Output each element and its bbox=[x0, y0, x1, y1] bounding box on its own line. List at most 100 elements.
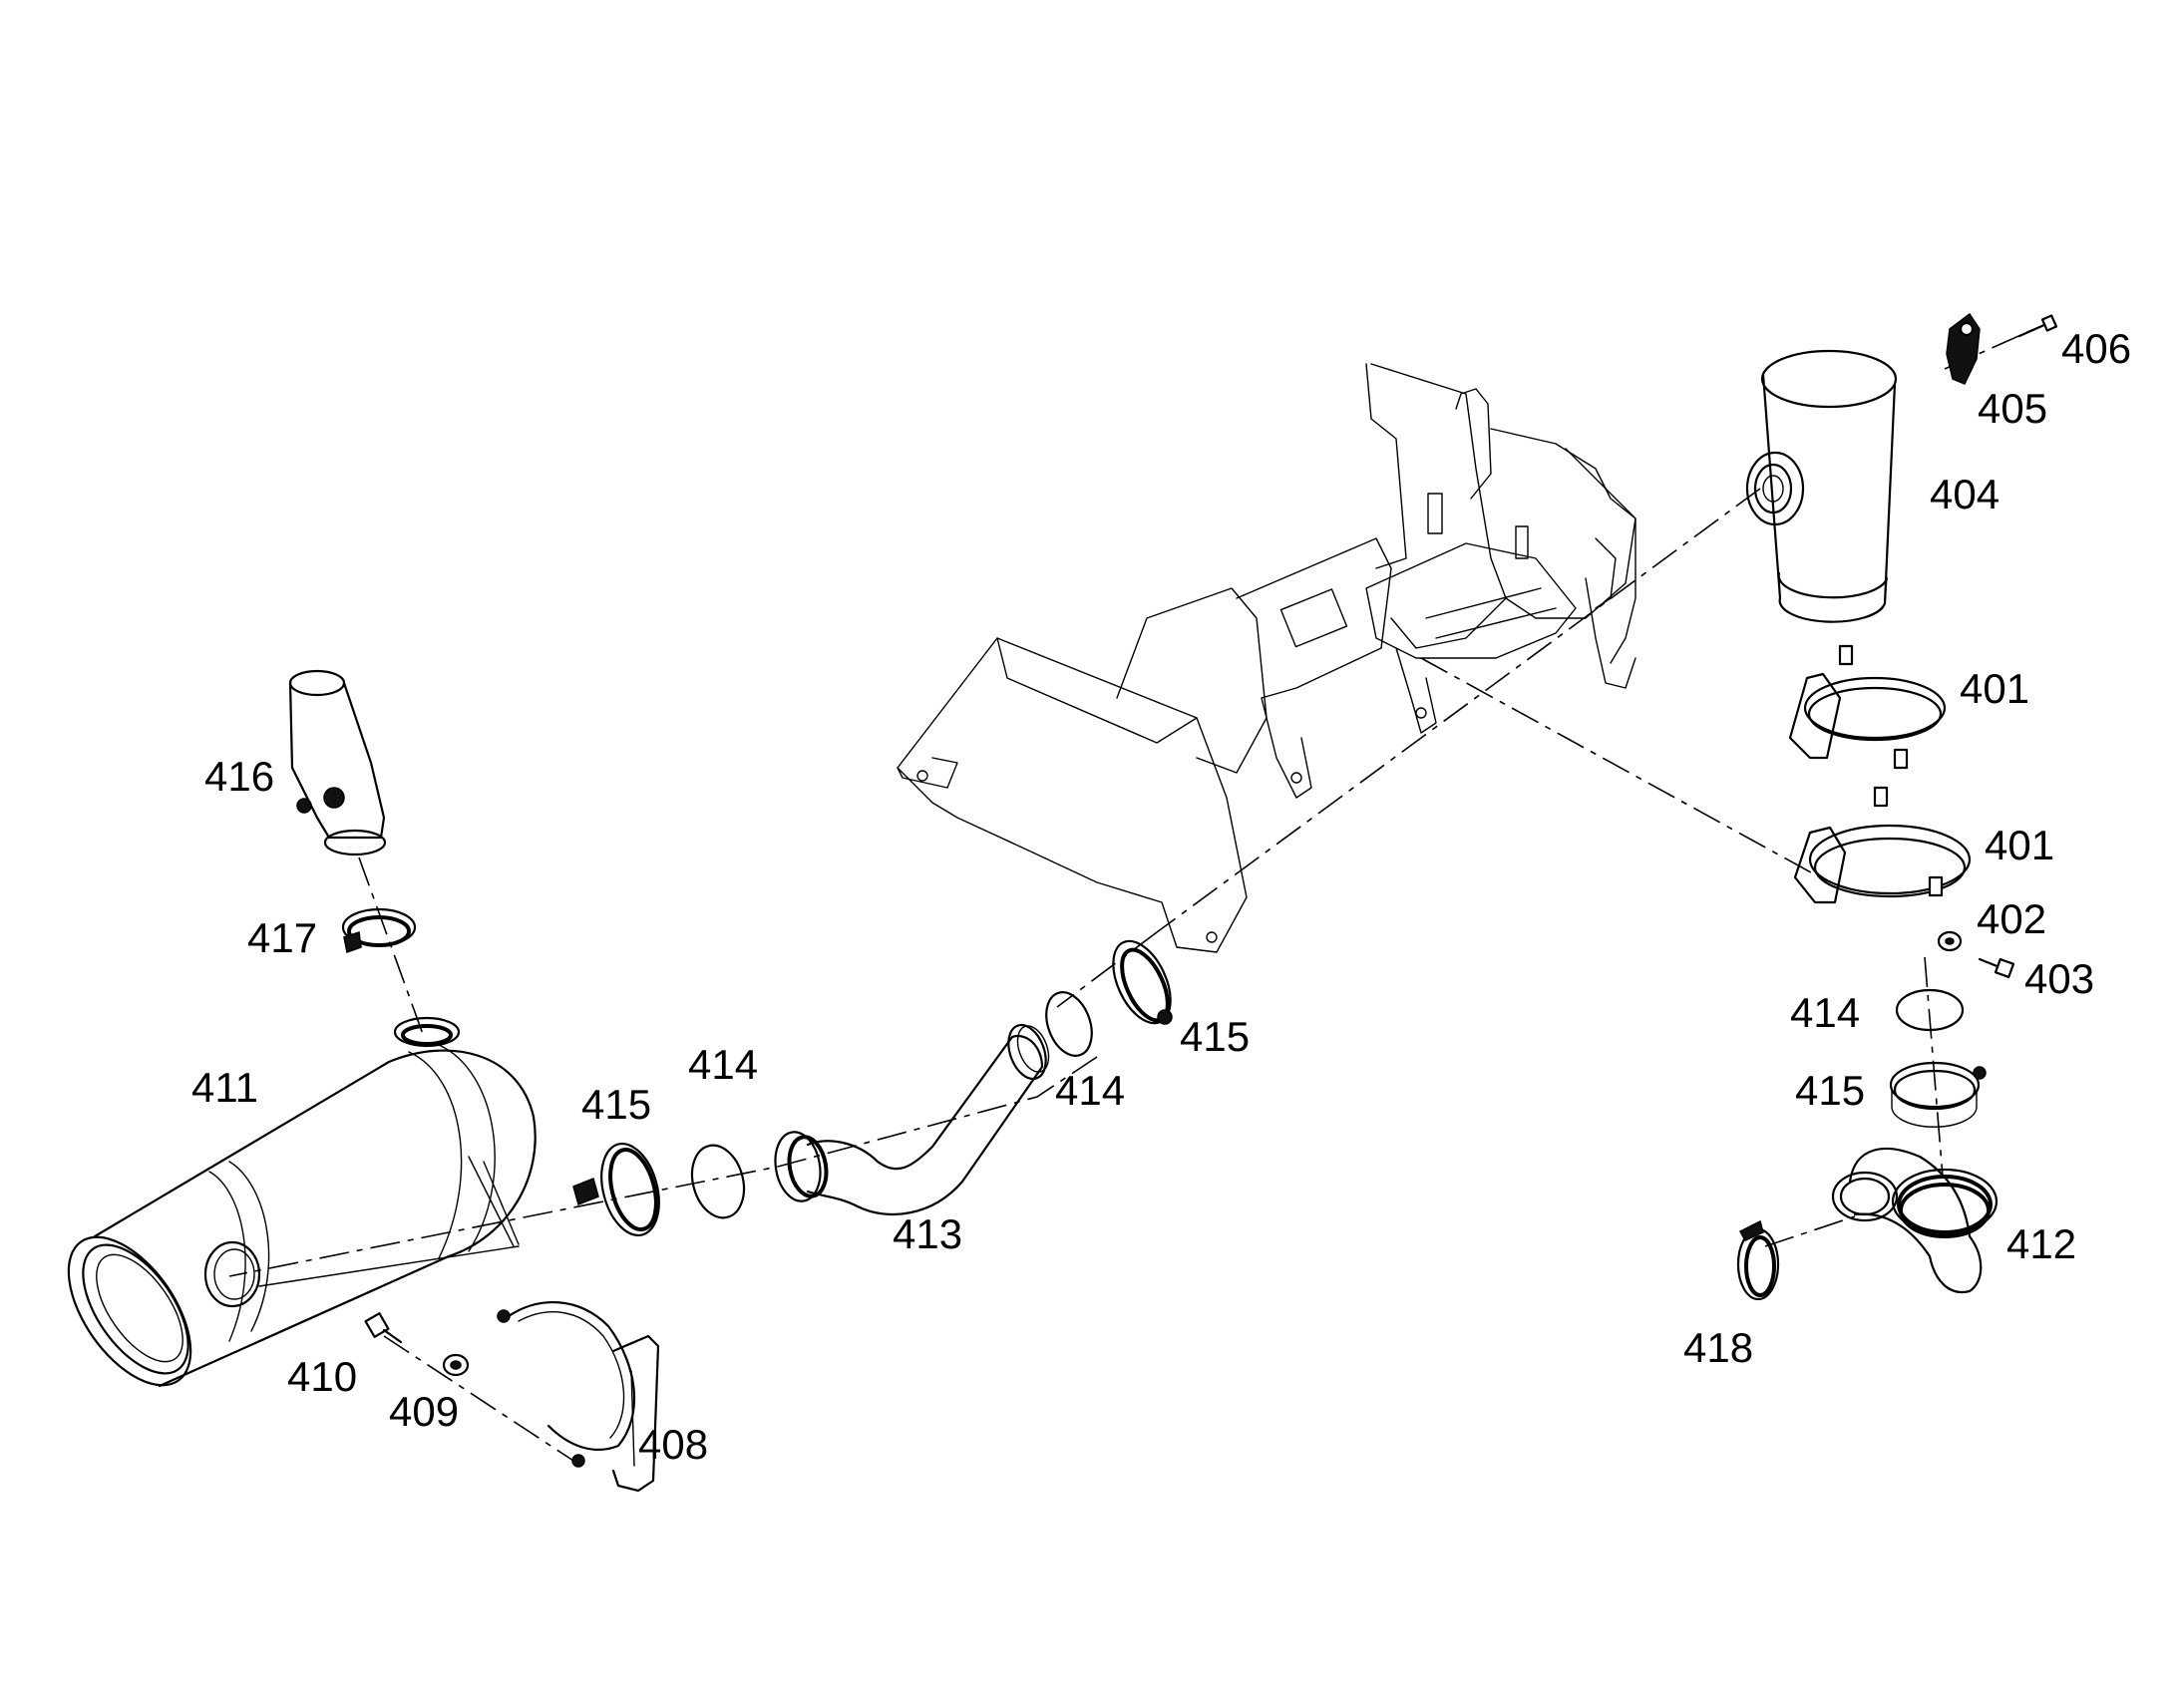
band-upper-bolt-left bbox=[1838, 644, 1854, 666]
filter-inlet-port-inner bbox=[1753, 463, 1793, 514]
filter-inlet-port-core bbox=[1762, 475, 1784, 503]
bolt-406-shank bbox=[2017, 322, 2048, 338]
pipe-413-body bbox=[806, 1034, 1044, 1216]
band-408-ring-inner bbox=[518, 1311, 625, 1439]
frame-cross-beam bbox=[1365, 542, 1577, 659]
seal-ring-414-center-top bbox=[1045, 991, 1093, 1057]
indicator-lens bbox=[1959, 321, 1975, 337]
washer-402-hole bbox=[1945, 937, 1955, 945]
leader-line-filter-to-frame bbox=[1156, 488, 1761, 933]
band-lower-ring-inner bbox=[1813, 837, 1967, 898]
callout-409: 409 bbox=[389, 1388, 459, 1435]
clamp-418-inner bbox=[1744, 1235, 1776, 1297]
stack-pipe-body bbox=[288, 681, 386, 840]
pipe-413-outlet bbox=[1007, 1023, 1047, 1081]
muffler-end-face-inner bbox=[82, 1243, 189, 1375]
band-lower-bolt-right bbox=[1928, 875, 1944, 897]
clamp-415-left-bolt bbox=[572, 1177, 599, 1206]
callout-405: 405 bbox=[1978, 385, 2047, 432]
muffler-band-left bbox=[208, 1171, 246, 1342]
muffler-leader-h bbox=[258, 1245, 520, 1287]
filter-top-lid bbox=[1760, 349, 1898, 409]
callout-406: 406 bbox=[2061, 325, 2131, 372]
pipe-413-inlet bbox=[774, 1131, 822, 1202]
washer-402-outer bbox=[1937, 930, 1963, 952]
mounting-band-upper bbox=[1788, 644, 1947, 770]
clamp-415-center-bolt bbox=[1157, 1009, 1173, 1025]
air-filter-canister bbox=[1745, 349, 1898, 623]
bolt-410-head bbox=[364, 1312, 390, 1338]
clamp-415-right-bolt bbox=[1973, 1066, 1987, 1080]
band-408-bolt-2 bbox=[571, 1454, 585, 1468]
muffler-shell bbox=[93, 1049, 537, 1388]
frame-lower-leg-left bbox=[1261, 697, 1312, 799]
elbow-412 bbox=[1831, 1147, 1998, 1294]
callout-411: 411 bbox=[191, 1064, 258, 1111]
callout-416: 416 bbox=[204, 753, 274, 800]
muffler-end-face-outer bbox=[67, 1235, 192, 1387]
callout-401-upper: 401 bbox=[1960, 665, 2029, 712]
stack-pipe-sensor-port-2 bbox=[296, 798, 312, 814]
clamp-415-right bbox=[1889, 1061, 1987, 1128]
washer-409-outer bbox=[442, 1353, 470, 1377]
restriction-indicator bbox=[1946, 312, 1981, 385]
frame-right-bracket bbox=[1585, 577, 1636, 689]
muffler-band-right bbox=[408, 1051, 463, 1259]
band-408-bracket-slot bbox=[630, 1370, 635, 1467]
seal-ring-414-left bbox=[690, 1144, 746, 1219]
frame-side-arm bbox=[1490, 428, 1636, 664]
clamp-418 bbox=[1736, 1219, 1780, 1301]
callout-408: 408 bbox=[638, 1421, 708, 1468]
callout-414-right: 414 bbox=[1790, 989, 1860, 1036]
filter-inlet-port-outer bbox=[1745, 451, 1805, 526]
muffler-outlet-port-inner bbox=[401, 1024, 453, 1046]
frame-upright-left bbox=[1116, 587, 1268, 774]
callout-415-center: 415 bbox=[1180, 1013, 1250, 1060]
bolt-403-head bbox=[1994, 957, 2015, 979]
stack-pipe-416 bbox=[288, 669, 387, 856]
leader-line-right-vertical bbox=[1924, 956, 1944, 1178]
stack-pipe-top bbox=[288, 669, 346, 697]
muffler-band-408 bbox=[497, 1300, 660, 1493]
band-lower-bolt-left bbox=[1873, 786, 1889, 808]
clamp-417-bolt bbox=[343, 931, 362, 953]
elbow-412-outlet-ribs bbox=[1897, 1175, 1993, 1234]
callout-404: 404 bbox=[1930, 471, 1999, 517]
clamp-417 bbox=[341, 907, 417, 953]
assembly-leader-lines bbox=[228, 328, 2035, 1462]
band-408-bolt-1 bbox=[497, 1309, 511, 1323]
frame-bolt-hole-mid2 bbox=[1415, 707, 1427, 719]
muffler-band-right-2 bbox=[438, 1044, 496, 1252]
stack-pipe-sensor-port bbox=[323, 787, 345, 809]
callout-415-right: 415 bbox=[1795, 1067, 1865, 1114]
frame-tall-plate bbox=[1370, 363, 1507, 649]
frame-upright-plate bbox=[1236, 537, 1392, 699]
callout-410: 410 bbox=[287, 1353, 357, 1400]
band-upper-ring-inner bbox=[1807, 686, 1943, 742]
callout-412: 412 bbox=[2006, 1220, 2076, 1267]
clamp-418-screw bbox=[1738, 1219, 1764, 1241]
leader-line-418 bbox=[1764, 1215, 1856, 1247]
clamp-415-left bbox=[572, 1142, 660, 1237]
frame-lifting-eye bbox=[1455, 388, 1492, 500]
bolt-403 bbox=[1978, 957, 2015, 979]
clamp-415-left-outer bbox=[600, 1142, 660, 1237]
callout-417: 417 bbox=[247, 914, 317, 961]
frame-window-left bbox=[1279, 588, 1348, 648]
callout-418: 418 bbox=[1683, 1324, 1753, 1371]
callout-labels: 401 401 402 403 404 405 406 408 409 410 … bbox=[191, 325, 2131, 1468]
clamp-415-left-inner bbox=[608, 1148, 658, 1231]
filter-end-cap bbox=[1884, 577, 1888, 604]
elbow-412-inlet-inner bbox=[1839, 1177, 1891, 1216]
callout-413: 413 bbox=[893, 1210, 962, 1257]
bolt-403-shank bbox=[1978, 957, 2001, 969]
muffler-inlet-port bbox=[203, 1240, 261, 1308]
clamp-415-right-band bbox=[1891, 1089, 1978, 1128]
band-408-bracket bbox=[611, 1334, 660, 1493]
pipe-413-outlet-lip bbox=[1016, 1025, 1050, 1073]
callout-401-lower: 401 bbox=[1985, 822, 2054, 868]
band-upper-bolt-right bbox=[1893, 748, 1909, 770]
clamp-415-right-inner bbox=[1893, 1069, 1977, 1111]
frame-bolt-hole-left bbox=[916, 770, 928, 782]
